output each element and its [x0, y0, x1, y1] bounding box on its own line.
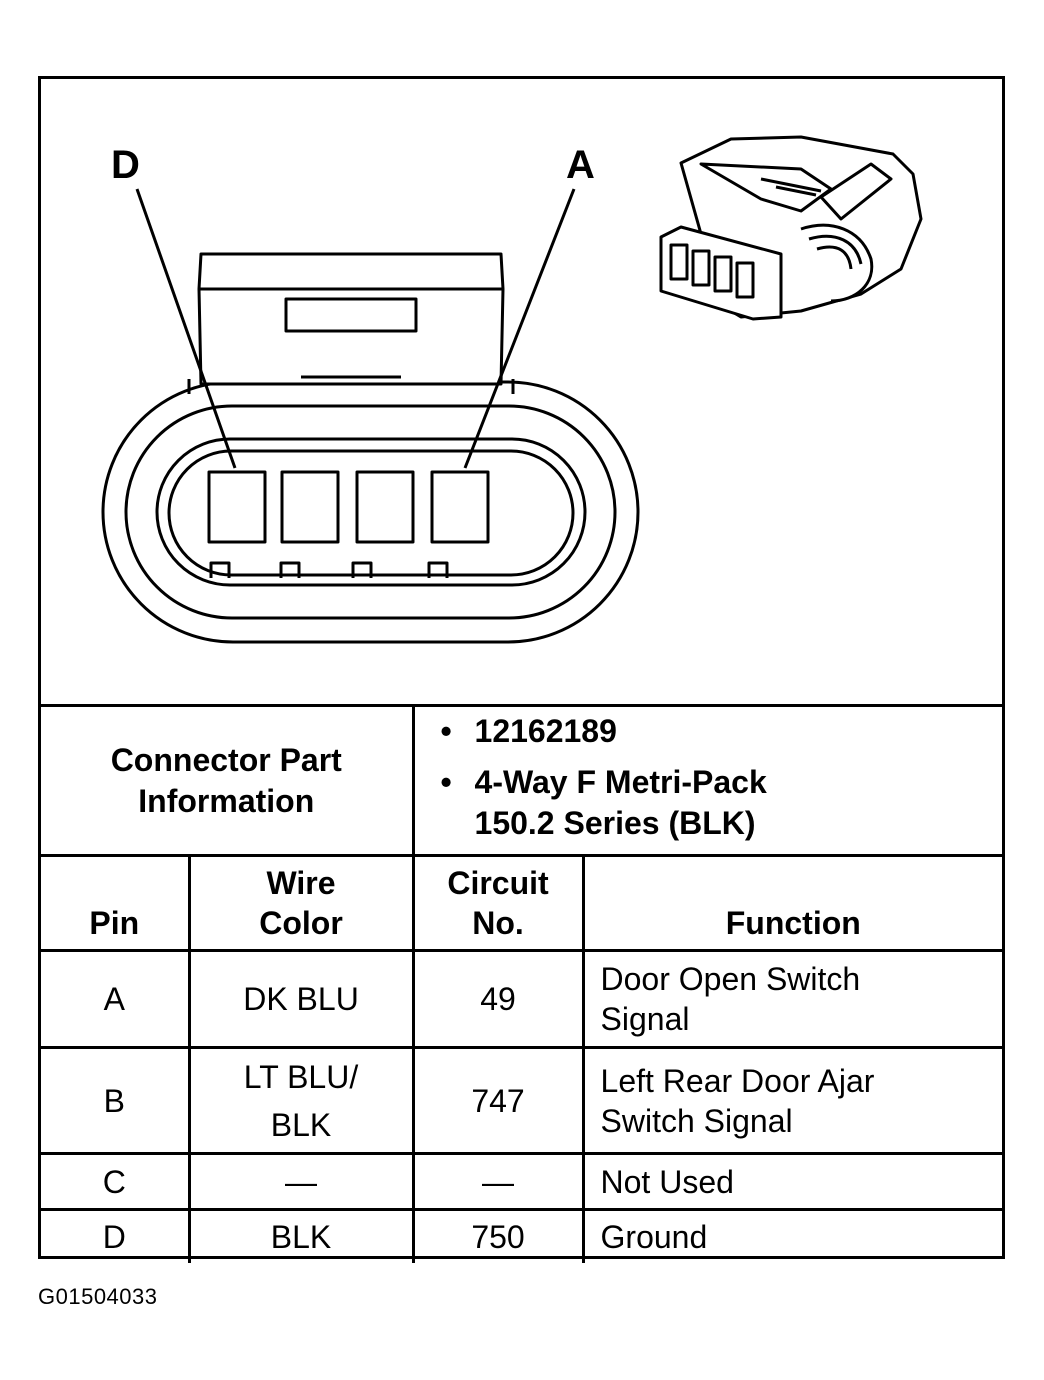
row-d-wire: BLK — [187, 1208, 415, 1263]
table-row: A DK BLU 49 Door Open Switch Signal — [41, 949, 1003, 1049]
header-pin: Pin — [41, 854, 191, 952]
table-row: D BLK 750 Ground — [41, 1208, 1003, 1263]
row-b-pin: B — [41, 1046, 191, 1155]
terminal-cavity-b — [355, 470, 415, 544]
pin-callout-a: A — [566, 143, 595, 187]
connector-cavity-inner — [167, 449, 575, 577]
connector-part-row: Connector Part Information 12162189 4-Wa… — [41, 704, 1003, 857]
row-b-circuit: 747 — [411, 1046, 585, 1155]
row-c-wire: — — [187, 1152, 415, 1211]
terminal-cavity-c — [280, 470, 340, 544]
table-header-row: Pin Wire Color Circuit No. Function — [41, 854, 1003, 952]
connector-part-label: Connector Part Information — [41, 704, 415, 857]
lock-tab-3 — [351, 561, 373, 578]
connector-part-details: 12162189 4-Way F Metri-Pack 150.2 Series… — [411, 704, 1003, 857]
lock-tab-1 — [209, 561, 231, 578]
connector-cavity — [155, 437, 587, 587]
row-d-pin: D — [41, 1208, 191, 1263]
row-a-pin: A — [41, 949, 191, 1049]
table-row: C — — Not Used — [41, 1152, 1003, 1211]
connector-figure: D A — [41, 79, 1002, 706]
row-c-circuit: — — [411, 1152, 585, 1211]
pin-callout-d: D — [111, 143, 140, 187]
connector-part-label-line1: Connector Part — [110, 741, 342, 778]
connector-inner-shell — [124, 404, 617, 620]
row-b-wire: LT BLU/ BLK — [187, 1046, 415, 1155]
figure-code: G01504033 — [38, 1284, 158, 1309]
row-a-function: Door Open Switch Signal — [581, 949, 1003, 1049]
row-a-wire: DK BLU — [187, 949, 415, 1049]
connector-sheet: D A Connector Part Information 12162189 … — [38, 76, 1005, 1263]
part-description: 4-Way F Metri-Pack 150.2 Series (BLK) — [441, 762, 1003, 844]
terminal-cavity-a — [430, 470, 490, 544]
connector-info-table: Connector Part Information 12162189 4-Wa… — [41, 704, 1003, 1263]
connector-outer-shell — [101, 380, 640, 644]
row-a-circuit: 49 — [411, 949, 585, 1049]
terminal-cavity-d — [207, 470, 267, 544]
lock-tab-4 — [427, 561, 449, 578]
header-function: Function — [581, 854, 1003, 952]
row-c-pin: C — [41, 1152, 191, 1211]
table-row: B LT BLU/ BLK 747 Left Rear Door Ajar Sw… — [41, 1046, 1003, 1155]
connector-part-list: 12162189 4-Way F Metri-Pack 150.2 Series… — [415, 707, 1003, 844]
header-circuit-no: Circuit No. — [411, 854, 585, 952]
connector-part-label-line2: Information — [138, 782, 315, 819]
row-d-function: Ground — [581, 1208, 1003, 1263]
leader-line-d — [135, 188, 237, 469]
part-number: 12162189 — [441, 711, 1003, 752]
leader-line-a — [463, 188, 576, 469]
row-b-function: Left Rear Door Ajar Switch Signal — [581, 1046, 1003, 1155]
latch-housing — [197, 252, 505, 386]
header-wire-color: Wire Color — [187, 854, 415, 952]
row-d-circuit: 750 — [411, 1208, 585, 1263]
connector-face-drawing — [101, 135, 923, 644]
row-c-function: Not Used — [581, 1152, 1003, 1211]
connector-iso-view — [659, 135, 923, 321]
latch-window — [284, 297, 418, 333]
lock-tab-2 — [279, 561, 301, 578]
